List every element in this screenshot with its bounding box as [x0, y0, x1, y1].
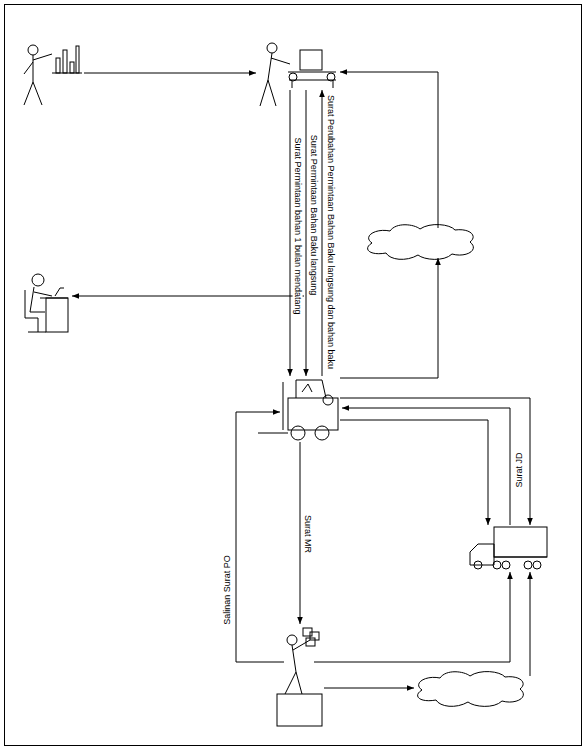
truck-icon: [470, 527, 547, 569]
flow-label: Salinan Surat PO: [222, 554, 232, 626]
flow-label: Surat Permintaan bahan 1 bulan mendatang: [293, 136, 303, 315]
cloud-shape: [368, 225, 474, 260]
manager-figure: [24, 45, 82, 105]
flow-label: Surat MR: [303, 514, 313, 554]
cloud-shape: [418, 672, 524, 707]
production-figure: [260, 43, 336, 106]
flow-label: Surat Permintaan Bahan Baku langsung: [309, 134, 319, 297]
flow-arrow: [72, 72, 530, 688]
flow-label: Surat Perubahan Permintaan Bahan Baku la…: [326, 94, 336, 370]
frame: [5, 5, 582, 746]
forklift-icon: [258, 380, 338, 440]
warehouse-figure: [277, 628, 322, 726]
admin-figure: [25, 274, 68, 332]
flow-label: Surat JD: [514, 451, 524, 488]
